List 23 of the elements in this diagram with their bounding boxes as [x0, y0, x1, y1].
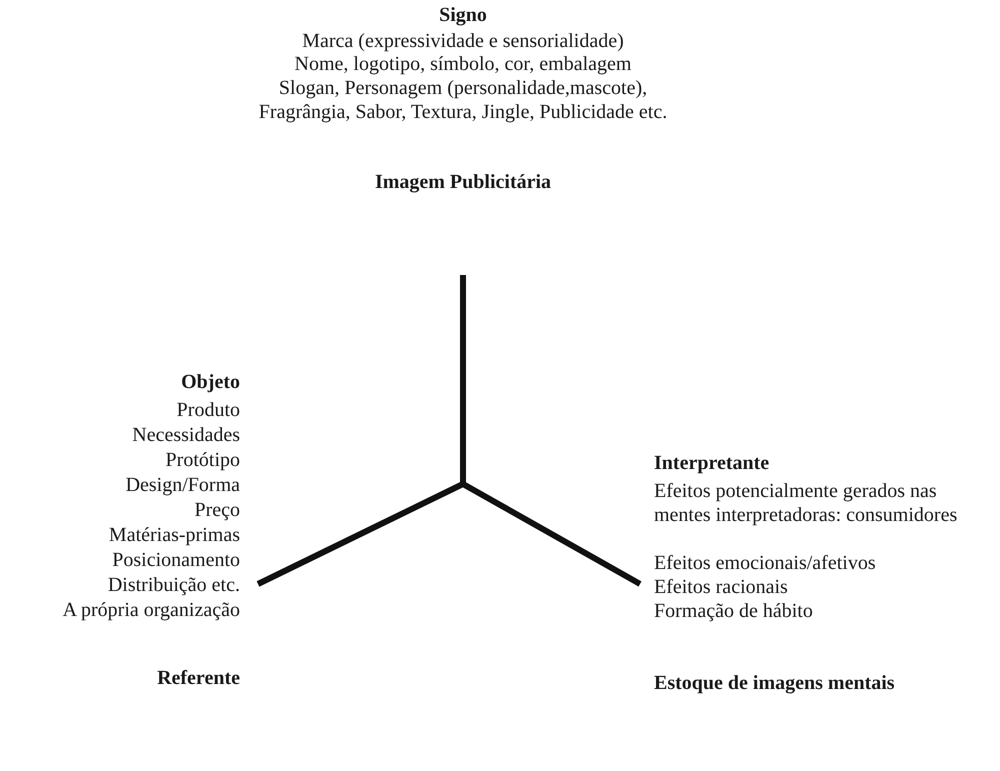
item-text: Posicionamento: [112, 548, 240, 572]
item-text: Formação de hábito: [654, 599, 813, 623]
item-text: Produto: [176, 398, 240, 422]
item-text: Preço: [194, 498, 240, 522]
item-text: Distribuição etc.: [108, 573, 240, 597]
item-text: Slogan, Personagem (personalidade,mascote),: [278, 76, 648, 100]
item-text: Design/Forma: [126, 473, 240, 497]
heading-text: Signo: [439, 3, 487, 27]
heading-text: Interpretante: [654, 451, 770, 475]
heading-text: Referente: [157, 666, 240, 690]
heading-text: Imagem Publicitária: [374, 170, 552, 194]
item-text: A própria organização: [62, 598, 240, 622]
heading-text: Estoque de imagens mentais: [654, 671, 895, 695]
item-text: Necessidades: [132, 423, 240, 447]
item-text: Protótipo: [166, 448, 240, 472]
item-text: Marca (expressividade e sensorialidade): [302, 29, 624, 53]
item-text: Efeitos racionais: [654, 575, 788, 599]
item-text: Matérias-primas: [108, 523, 240, 547]
item-text: Fragrângia, Sabor, Textura, Jingle, Publicidade etc.: [258, 100, 668, 124]
item-text: Efeitos potencialmente gerados nas mentes interpretadoras: consumidores: [654, 479, 958, 527]
item-text: Nome, logotipo, símbolo, cor, embalagem: [294, 52, 632, 76]
heading-text: Objeto: [181, 370, 240, 394]
item-text: Efeitos emocionais/afetivos: [654, 551, 876, 575]
